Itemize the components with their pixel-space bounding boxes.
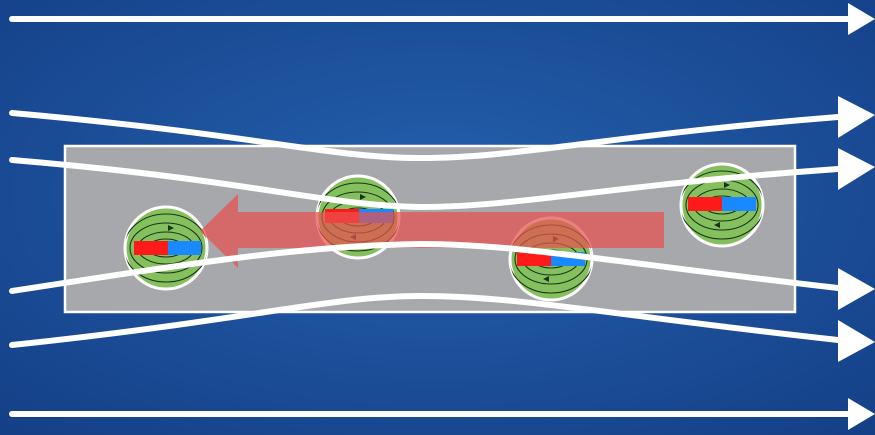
- magnet-north-pole: [688, 197, 722, 211]
- magnet-south-pole: [722, 197, 756, 211]
- magnet-north-pole: [134, 241, 168, 255]
- magnet-south-pole: [168, 241, 201, 255]
- magnetic-domain: [124, 207, 208, 289]
